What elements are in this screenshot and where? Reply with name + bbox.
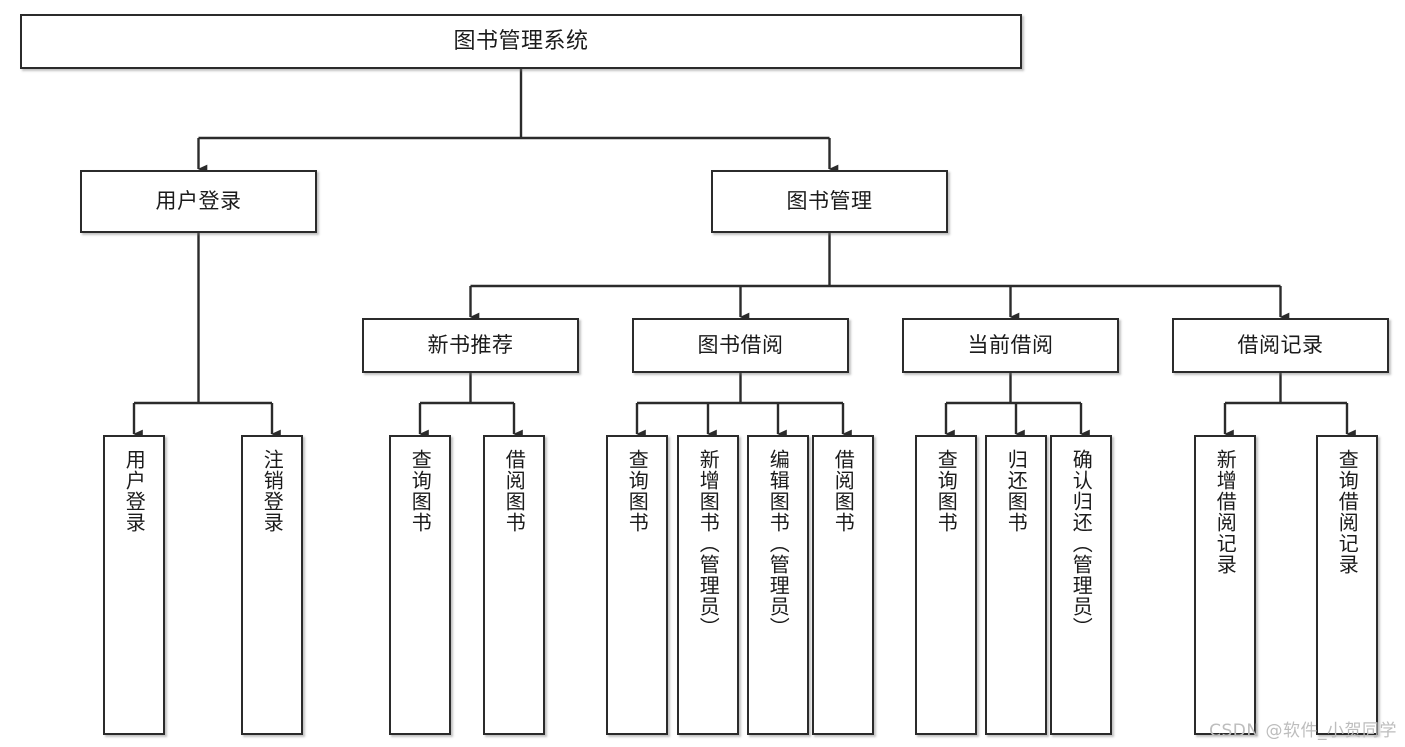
- node-label: 借阅图书: [502, 449, 527, 533]
- node-label: 编辑图书（管理员）: [766, 449, 791, 638]
- node-n2a[interactable]: 用户登录: [80, 170, 317, 233]
- node-n3c[interactable]: 当前借阅: [902, 318, 1119, 373]
- node-l13[interactable]: 查询借阅记录: [1316, 435, 1378, 735]
- node-n2b[interactable]: 图书管理: [711, 170, 948, 233]
- node-label: 新增图书（管理员）: [696, 449, 721, 638]
- node-label: 借阅图书: [831, 449, 856, 533]
- node-label: 查询借阅记录: [1335, 449, 1360, 575]
- node-label: 查询图书: [625, 449, 650, 533]
- node-l1[interactable]: 用户登录: [103, 435, 165, 735]
- node-l2[interactable]: 注销登录: [241, 435, 303, 735]
- node-l3[interactable]: 查询图书: [389, 435, 451, 735]
- node-l4[interactable]: 借阅图书: [483, 435, 545, 735]
- node-label: 新增借阅记录: [1213, 449, 1238, 575]
- node-label: 归还图书: [1004, 449, 1029, 533]
- node-l9[interactable]: 查询图书: [915, 435, 977, 735]
- watermark: CSDN @软件_小贺同学: [1209, 721, 1397, 741]
- node-label: 图书借阅: [697, 333, 784, 358]
- node-n3a[interactable]: 新书推荐: [362, 318, 579, 373]
- node-l11[interactable]: 确认归还（管理员）: [1050, 435, 1112, 735]
- node-l7[interactable]: 编辑图书（管理员）: [747, 435, 809, 735]
- node-l5[interactable]: 查询图书: [606, 435, 668, 735]
- node-n3b[interactable]: 图书借阅: [632, 318, 849, 373]
- node-label: 用户登录: [122, 449, 147, 533]
- node-n3d[interactable]: 借阅记录: [1172, 318, 1389, 373]
- node-label: 注销登录: [260, 449, 285, 533]
- node-label: 图书管理: [786, 189, 873, 214]
- node-l8[interactable]: 借阅图书: [812, 435, 874, 735]
- node-label: 查询图书: [934, 449, 959, 533]
- node-l10[interactable]: 归还图书: [985, 435, 1047, 735]
- node-root[interactable]: 图书管理系统: [20, 14, 1022, 69]
- node-label: 当前借阅: [967, 333, 1054, 358]
- node-label: 借阅记录: [1237, 333, 1324, 358]
- node-l12[interactable]: 新增借阅记录: [1194, 435, 1256, 735]
- node-label: 查询图书: [408, 449, 433, 533]
- node-label: 确认归还（管理员）: [1069, 449, 1094, 638]
- node-label: 新书推荐: [427, 333, 514, 358]
- node-l6[interactable]: 新增图书（管理员）: [677, 435, 739, 735]
- node-label: 用户登录: [155, 189, 242, 214]
- node-label: 图书管理系统: [453, 28, 589, 54]
